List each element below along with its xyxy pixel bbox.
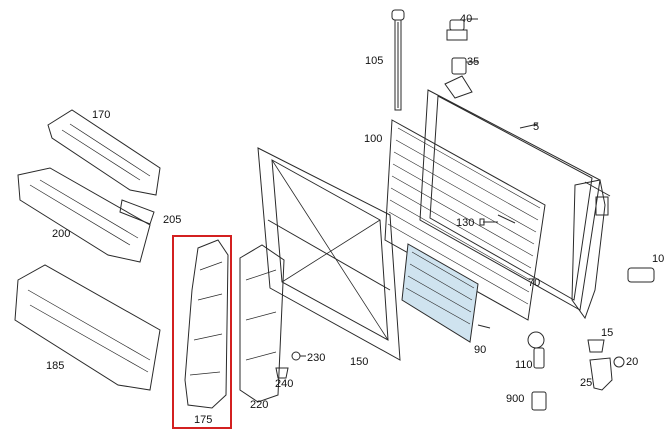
part-100-condenser — [384, 119, 546, 321]
part-220-bracket — [239, 244, 285, 403]
part-40-clip — [446, 18, 478, 41]
part-185-duct — [14, 264, 161, 391]
callout-100: 100 — [364, 133, 383, 145]
part-110-plug — [527, 331, 545, 369]
callout-15: 15 — [601, 327, 614, 339]
part-70-tank — [571, 179, 609, 320]
part-900-gel — [531, 391, 547, 411]
highlight-box-175 — [172, 235, 232, 429]
part-10-sensor — [627, 267, 655, 283]
part-230-screw — [291, 351, 306, 361]
callout-35: 35 — [467, 56, 480, 68]
part-105-tube — [391, 9, 405, 111]
part-175-sidepanel — [184, 239, 229, 409]
callout-20: 20 — [626, 356, 639, 368]
callout-200: 200 — [52, 228, 71, 240]
callout-205: 205 — [163, 214, 182, 226]
callout-110: 110 — [515, 359, 533, 371]
part-15-fitting — [587, 339, 605, 353]
part-35-clip — [451, 57, 478, 75]
callout-10: 10 — [652, 253, 665, 265]
part-25-bracket — [589, 357, 613, 391]
part-240-clip — [275, 367, 289, 379]
callout-170: 170 — [92, 109, 111, 121]
part-5-radiator — [419, 75, 611, 311]
callout-150: 150 — [350, 356, 369, 368]
callout-220: 220 — [250, 399, 269, 411]
part-200-airguide — [17, 167, 151, 263]
callout-70: 70 — [528, 277, 541, 289]
part-90-cooler — [401, 243, 491, 343]
callout-25: 25 — [580, 377, 593, 389]
callout-185: 185 — [46, 360, 65, 372]
callout-230: 230 — [307, 352, 326, 364]
callout-240: 240 — [275, 378, 294, 390]
callout-5: 5 — [533, 121, 540, 133]
callout-175: 175 — [194, 414, 213, 426]
part-130-bolt — [479, 218, 498, 226]
callout-90: 90 — [474, 344, 487, 356]
part-150-frame — [257, 147, 401, 361]
part-205-bracket — [119, 199, 155, 225]
callout-105: 105 — [365, 55, 384, 67]
callout-40: 40 — [460, 13, 473, 25]
part-170-airguide — [47, 109, 161, 196]
callout-130: 130 — [456, 217, 475, 229]
callout-900: 900 — [506, 393, 525, 405]
part-20-nut — [613, 356, 625, 368]
